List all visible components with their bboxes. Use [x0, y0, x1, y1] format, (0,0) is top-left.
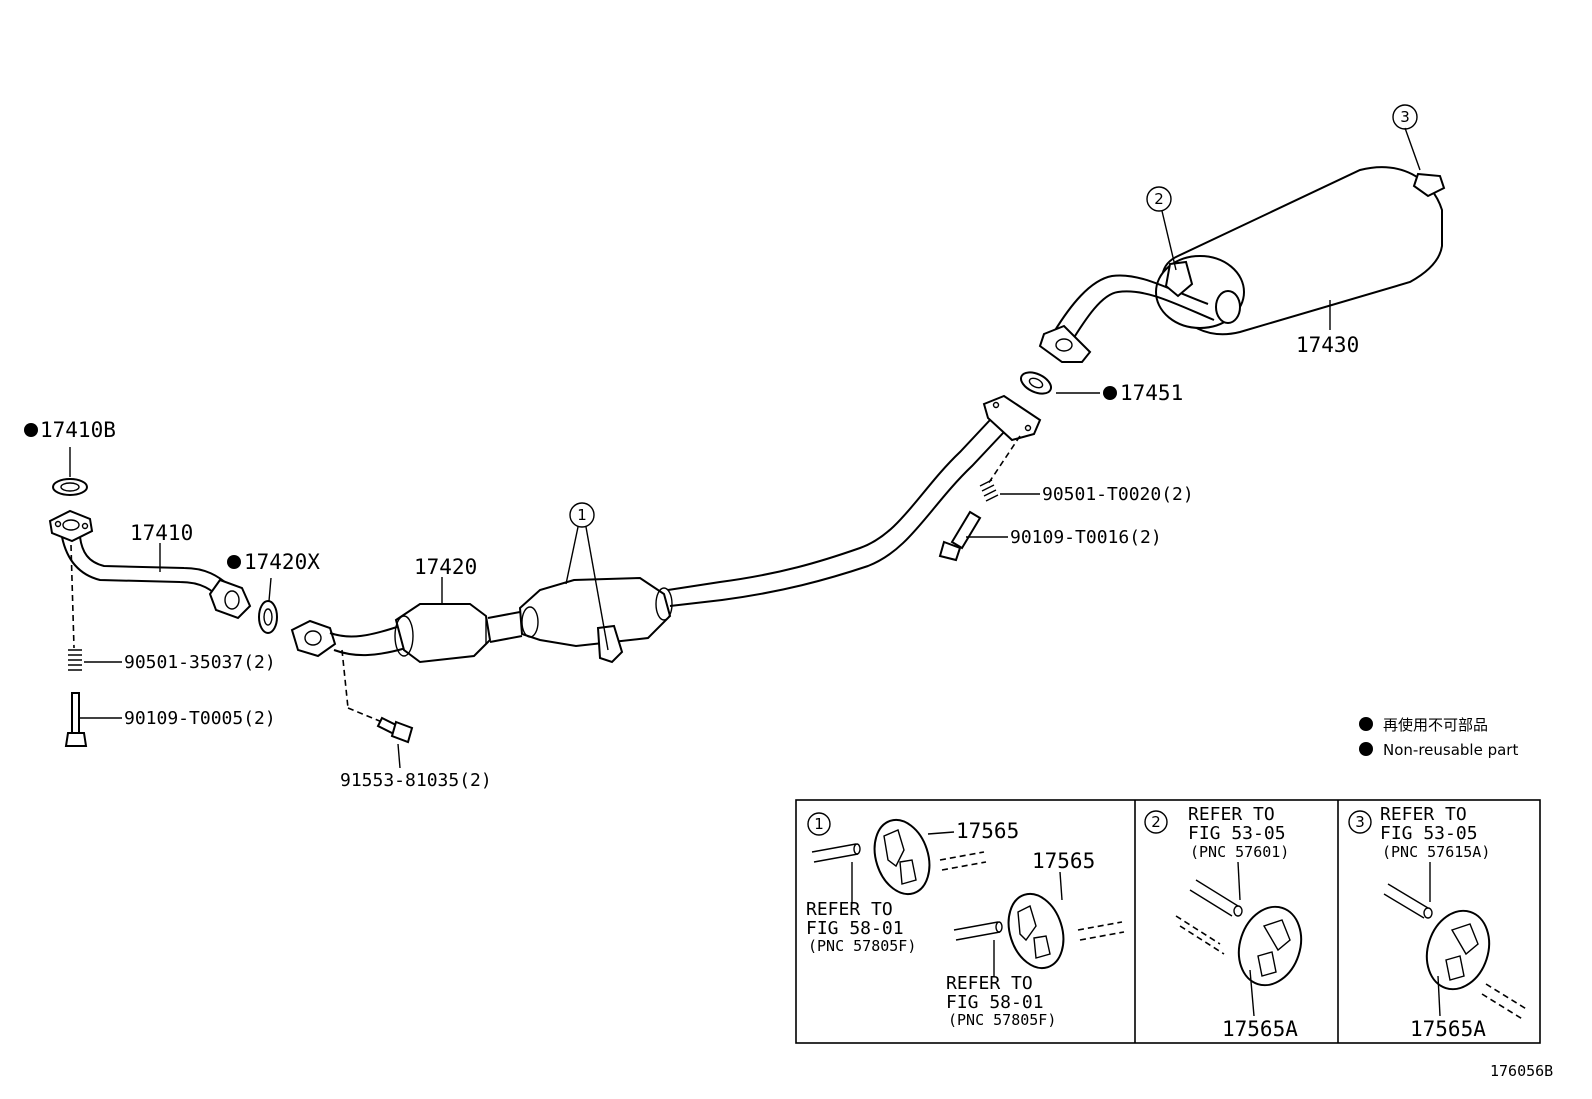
svg-text:REFER TO: REFER TO: [1188, 804, 1275, 825]
svg-text:17565A: 17565A: [1222, 1017, 1298, 1041]
svg-text:1: 1: [814, 815, 824, 833]
svg-text:3: 3: [1400, 108, 1410, 126]
svg-text:2: 2: [1154, 190, 1164, 208]
svg-text:REFER TO: REFER TO: [1380, 804, 1467, 825]
svg-text:REFER TO: REFER TO: [946, 973, 1033, 994]
svg-text:1: 1: [577, 506, 587, 524]
callout-2: 2: [1146, 186, 1177, 271]
label-17420: 17420: [414, 555, 477, 579]
label-91553-81035: 91553-81035(2): [340, 770, 492, 791]
svg-text:FIG 58-01: FIG 58-01: [946, 992, 1044, 1013]
nonreusable-dot-17410B: [24, 423, 38, 437]
svg-text:2: 2: [1151, 813, 1161, 831]
callout-3: 3: [1392, 104, 1418, 130]
front-pipe-17410: [48, 478, 252, 747]
callout-1: 1: [565, 502, 609, 651]
detail-3: 3 REFER TO FIG 53-05 (PNC 57615A) 17565A: [1348, 804, 1529, 1041]
svg-text:REFER TO: REFER TO: [806, 899, 893, 920]
gasket-17451: [1020, 371, 1052, 395]
detail-boxes: [795, 799, 1541, 1044]
svg-text:FIG 53-05: FIG 53-05: [1380, 823, 1478, 844]
label-90501-T0020: 90501-T0020(2): [1042, 484, 1194, 505]
svg-text:3: 3: [1355, 813, 1365, 831]
svg-text:17565A: 17565A: [1410, 1017, 1486, 1041]
svg-text:(PNC 57805F): (PNC 57805F): [808, 937, 916, 955]
svg-text:再使用不可部品: 再使用不可部品: [1383, 716, 1488, 734]
svg-text:Non-reusable part: Non-reusable part: [1383, 741, 1518, 759]
label-17410: 17410: [130, 521, 193, 545]
nonreusable-dot-17451: [1103, 386, 1117, 400]
svg-text:FIG 58-01: FIG 58-01: [806, 918, 904, 939]
label-17420X: 17420X: [244, 550, 320, 574]
svg-text:(PNC 57615A): (PNC 57615A): [1382, 843, 1490, 861]
svg-text:FIG 53-05: FIG 53-05: [1188, 823, 1286, 844]
legend: 再使用不可部品 Non-reusable part: [1359, 716, 1518, 759]
label-90109-T0016: 90109-T0016(2): [1010, 527, 1162, 548]
svg-text:17565: 17565: [956, 819, 1019, 843]
center-pipe-17420: [290, 394, 1042, 744]
nonreusable-dot-17420X: [227, 555, 241, 569]
detail-1: 1 17565 REFER TO FIG 58-01 (PNC 57805F) …: [806, 812, 1125, 1029]
label-90501-35037: 90501-35037(2): [124, 652, 276, 673]
muffler-17430: [1038, 127, 1446, 363]
svg-text:(PNC 57601): (PNC 57601): [1190, 843, 1289, 861]
label-17451: 17451: [1120, 381, 1183, 405]
svg-text:(PNC 57805F): (PNC 57805F): [948, 1011, 1056, 1029]
figure-id: 176056B: [1490, 1062, 1553, 1080]
svg-text:17565: 17565: [1032, 849, 1095, 873]
label-17430: 17430: [1296, 333, 1359, 357]
gasket-17420X: [258, 600, 278, 634]
label-17410B: 17410B: [40, 418, 116, 442]
label-90109-T0005: 90109-T0005(2): [124, 708, 276, 729]
detail-2: 2 REFER TO FIG 53-05 (PNC 57601) 17565A: [1144, 804, 1303, 1041]
